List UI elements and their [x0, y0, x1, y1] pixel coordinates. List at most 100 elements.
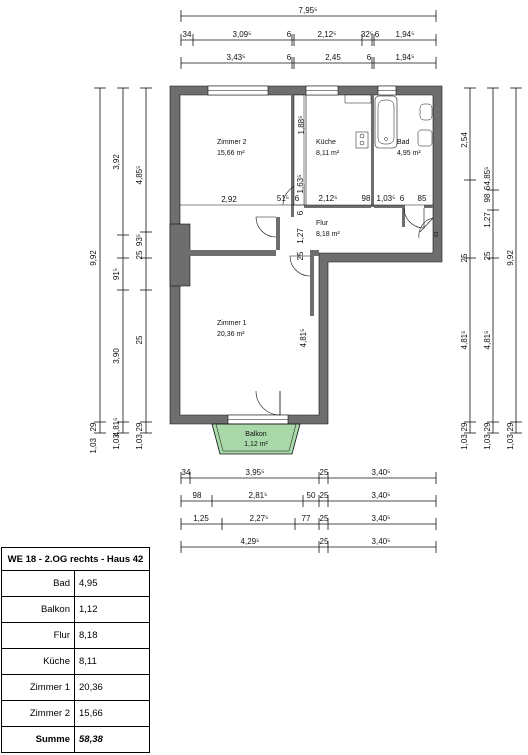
- dimension-label: 51⁵: [277, 194, 289, 203]
- room-area-kueche: 8,11 m²: [316, 150, 340, 157]
- dimension-label: 61: [434, 231, 440, 237]
- room-labels: Zimmer 2 15,66 m² Küche 8,11 m² Bad 4,95…: [217, 139, 421, 448]
- room-name-flur: Flur: [316, 220, 329, 227]
- dimension-label: 6: [295, 194, 300, 203]
- doors: [255, 183, 434, 416]
- dimension-label: 2,45: [325, 53, 341, 62]
- dimension-label: 6: [296, 210, 305, 215]
- dimension-label: 25: [135, 335, 144, 344]
- dim-total-width: 7,95⁵: [299, 6, 318, 15]
- dimension-label: 93⁵: [135, 234, 144, 246]
- dimension-label: 4,81⁵: [483, 331, 492, 350]
- dimension-label: 25: [483, 251, 492, 260]
- dimension-label: 6: [287, 30, 292, 39]
- dimension-label: 98: [193, 491, 202, 500]
- dimension-label: 3,43⁵: [227, 53, 246, 62]
- room-name-bad: Bad: [397, 139, 410, 146]
- dimension-label: 34: [183, 30, 192, 39]
- dimension-label: 91⁵: [112, 268, 121, 280]
- dim-total-height-left: 9,92: [89, 250, 98, 266]
- dimension-label: 6: [400, 194, 405, 203]
- dimension-label: 3,40⁵: [372, 468, 391, 477]
- dimension-label: 4,85⁵: [135, 166, 144, 185]
- dimension-label: 6: [287, 53, 292, 62]
- room-name-balkon: Balkon: [245, 431, 267, 438]
- dimension-label: 4,85⁵: [483, 167, 492, 186]
- dimension-label: 1,27: [483, 212, 492, 228]
- dimension-label: 1,03: [89, 437, 98, 453]
- dim-total-height-right: 9,92: [506, 250, 515, 266]
- room-name-zimmer2: Zimmer 2: [217, 139, 247, 146]
- dimension-label: 25: [320, 468, 329, 477]
- area-table-title: WE 18 - 2.OG rechts - Haus 42: [1, 547, 150, 571]
- dimension-label: 3,90: [112, 348, 121, 364]
- dimension-label: 29: [89, 422, 98, 431]
- dimension-label: 29: [483, 422, 492, 431]
- dimension-label: 2,81⁵: [249, 491, 268, 500]
- dimension-label: 4,81⁵: [112, 418, 121, 437]
- dimension-label: 1,94⁵: [396, 30, 415, 39]
- dimension-label: 1,03: [483, 434, 492, 450]
- area-table: WE 18 - 2.OG rechts - Haus 42 Bad 4,95 B…: [1, 547, 150, 753]
- dimension-label: 1,03: [135, 434, 144, 450]
- dimension-label: 3,92: [112, 154, 121, 170]
- kitchen-fixtures: [293, 94, 372, 206]
- dimension-label: 1,63⁵: [296, 175, 305, 194]
- dimension-label: 29: [460, 422, 469, 431]
- table-row: Küche 8,11: [1, 648, 150, 675]
- table-sum-row: Summe 58,38: [1, 726, 150, 753]
- dimension-label: 3,95⁵: [246, 468, 265, 477]
- table-row: Zimmer 1 20,36: [1, 674, 150, 701]
- dimension-label: 2,12⁵: [319, 194, 338, 203]
- dimension-label: 2,12⁵: [318, 30, 337, 39]
- dimension-label: 6: [375, 30, 380, 39]
- balcony: [211, 423, 301, 455]
- room-area-zimmer2: 15,66 m²: [217, 150, 245, 157]
- dimension-label: 4,81⁵: [460, 331, 469, 350]
- bath-fixtures: [374, 95, 433, 149]
- dimension-label: 1,88⁵: [297, 116, 306, 135]
- dimensions-bottom: 34 3,95⁵ 25 3,40⁵ 98 2,81⁵ 50 25 3,40⁵ 1…: [180, 468, 437, 553]
- dimension-label: 29: [135, 422, 144, 431]
- dimension-label: 1,03: [506, 434, 515, 450]
- dimension-label: 2,27⁵: [250, 514, 269, 523]
- table-row: Balkon 1,12: [1, 596, 150, 623]
- dimension-label: 1,94⁵: [396, 53, 415, 62]
- dimension-label: 50: [307, 491, 316, 500]
- dimension-label: 25: [320, 491, 329, 500]
- dimension-label: 4,81⁵: [299, 329, 308, 348]
- room-area-flur: 8,18 m²: [316, 231, 340, 238]
- dimension-label: 25: [296, 251, 305, 260]
- dimension-label: 25: [320, 514, 329, 523]
- dimensions-left: 9,92 1,03 29 3,92 91⁵ 3,90 4,81⁵ 1,03 4,…: [89, 87, 152, 454]
- dimension-label: 1,03: [460, 434, 469, 450]
- dimension-label: 77: [302, 514, 311, 523]
- room-area-bad: 4,95 m²: [397, 150, 421, 157]
- dimension-label: 2,92: [221, 195, 237, 204]
- dimension-label: 6: [367, 53, 372, 62]
- dimension-label: 6: [483, 185, 492, 190]
- room-name-kueche: Küche: [316, 139, 336, 146]
- dimension-label: 29: [506, 422, 515, 431]
- table-row: Bad 4,95: [1, 570, 150, 597]
- room-name-zimmer1: Zimmer 1: [217, 320, 247, 327]
- dimension-label: 98: [362, 194, 371, 203]
- dimension-label: 3,09⁵: [233, 30, 252, 39]
- dimension-label: 3,40⁵: [372, 491, 391, 500]
- dimension-label: 25: [135, 250, 144, 259]
- dimension-label: 32⁵: [361, 30, 373, 39]
- dimension-label: 1,25: [193, 514, 209, 523]
- room-area-zimmer1: 20,36 m²: [217, 331, 245, 338]
- dimensions-right: 2,54 25 4,81⁵ 1,03 29 4,85⁵ 98 6 1,27 25…: [460, 87, 522, 450]
- dimension-label: 25: [320, 537, 329, 546]
- dimension-label: 98: [483, 193, 492, 202]
- table-row: Flur 8,18: [1, 622, 150, 649]
- dimension-label: 1,03: [112, 434, 121, 450]
- dimension-label: 25: [460, 253, 469, 262]
- windows: [207, 85, 397, 425]
- table-row: Zimmer 2 15,66: [1, 700, 150, 727]
- room-area-balkon: 1,12 m²: [244, 441, 268, 448]
- dimension-label: 2,54: [460, 132, 469, 148]
- dimensions-top: 7,95⁵ 34 3,09⁵ 6 2,12⁵ 32⁵ 6 1,94⁵ 3,43⁵…: [180, 6, 437, 69]
